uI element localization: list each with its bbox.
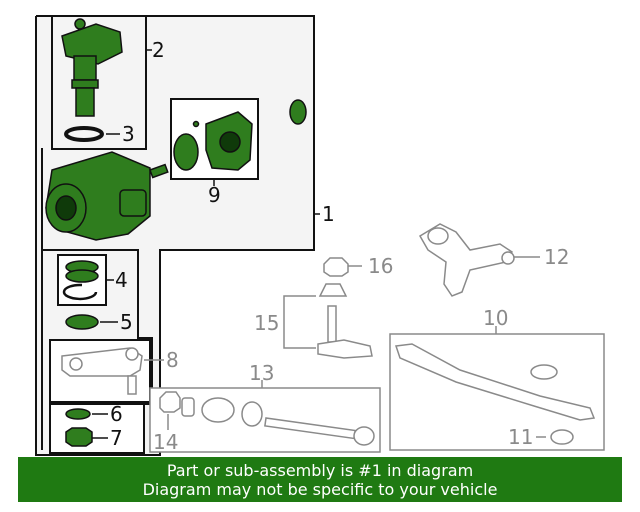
- part-1-gear-housing: [45, 151, 169, 241]
- leader-lines-gray: [144, 256, 546, 438]
- callout-6[interactable]: 6: [110, 402, 123, 426]
- info-banner: Part or sub-assembly is #1 in diagram Di…: [18, 457, 622, 502]
- banner-line-2: Diagram may not be specific to your vehi…: [142, 480, 498, 499]
- part-12-idler-arm: [418, 223, 515, 297]
- bracket-15: [283, 295, 316, 349]
- callout-1[interactable]: 1: [322, 202, 335, 226]
- callout-16[interactable]: 16: [368, 254, 393, 278]
- part-6-washer: [65, 408, 91, 420]
- part-8-pitman-arm: [61, 347, 143, 395]
- banner-line-1: Part or sub-assembly is #1 in diagram: [166, 461, 474, 480]
- box-parts-6-7: [49, 403, 145, 454]
- part-5-seal: [65, 314, 99, 330]
- callout-11[interactable]: 11: [508, 425, 533, 449]
- plug-seal: [289, 99, 307, 125]
- callout-13[interactable]: 13: [249, 361, 274, 385]
- callout-4[interactable]: 4: [115, 268, 128, 292]
- part-2-valve-body: [61, 18, 123, 117]
- part-16-nut: [323, 257, 349, 277]
- callout-10[interactable]: 10: [483, 306, 508, 330]
- callout-8[interactable]: 8: [166, 348, 179, 372]
- part-10-relay-rod: [394, 343, 596, 445]
- callout-5[interactable]: 5: [120, 310, 133, 334]
- part-13-tie-rod: [181, 397, 375, 446]
- part-14-nut: [159, 391, 181, 430]
- part-7-nut: [65, 427, 93, 447]
- callout-9[interactable]: 9: [208, 183, 221, 207]
- part-15-ball-joint: [317, 283, 373, 359]
- callout-7[interactable]: 7: [110, 426, 123, 450]
- callout-14[interactable]: 14: [153, 430, 178, 454]
- callout-15[interactable]: 15: [254, 311, 279, 335]
- callout-2[interactable]: 2: [152, 38, 165, 62]
- callout-12[interactable]: 12: [544, 245, 569, 269]
- part-4-seal-kit: [62, 260, 99, 301]
- leader-lines-dark: [92, 49, 320, 439]
- part-9-side-cover: [173, 111, 253, 171]
- callout-3[interactable]: 3: [122, 122, 135, 146]
- part-3-o-ring: [64, 126, 104, 142]
